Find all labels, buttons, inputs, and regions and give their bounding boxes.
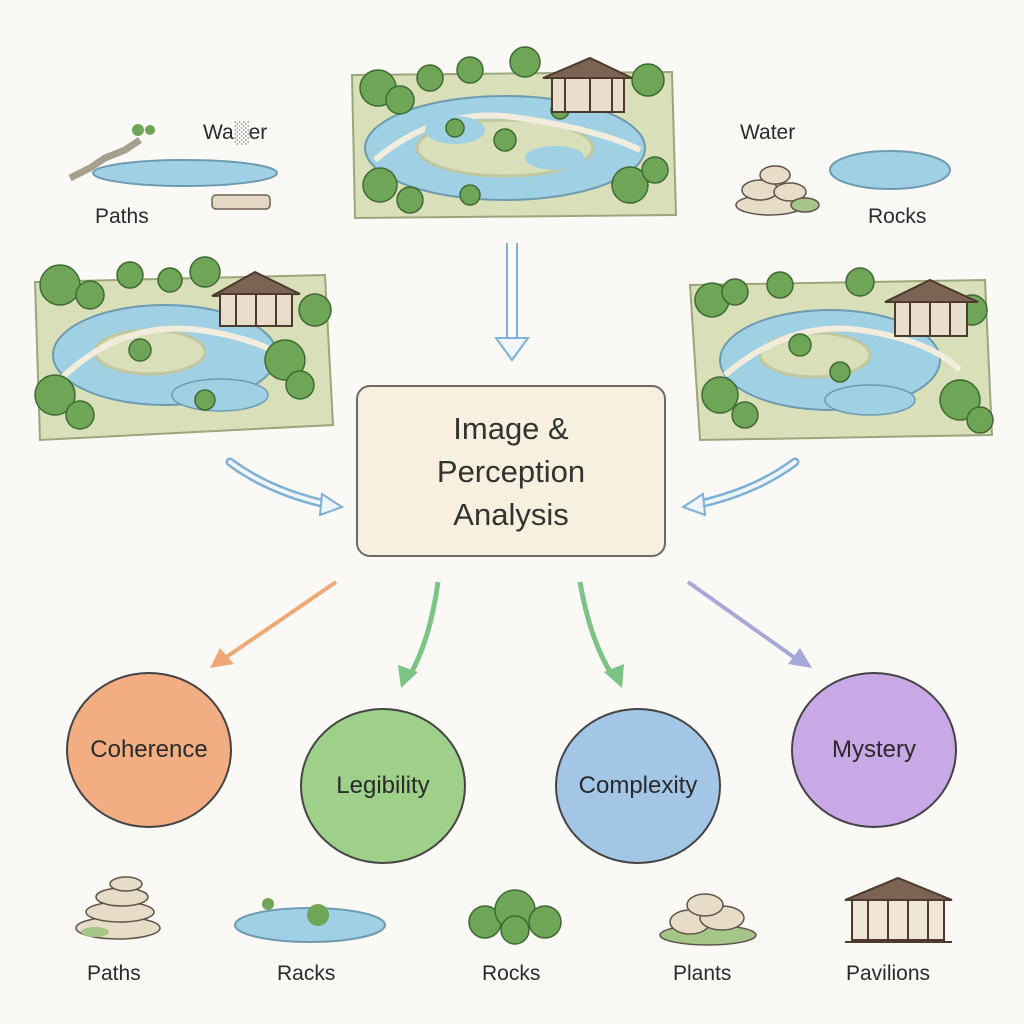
arrow-top-down <box>494 243 530 362</box>
label-bottom-paths: Paths <box>87 962 141 985</box>
legibility-circle: Legibility <box>300 708 466 864</box>
arrow-right-in <box>680 457 800 517</box>
center-line-1: Image & <box>453 410 569 446</box>
center-line-2: Perception <box>436 453 586 489</box>
arrow-to-complexity <box>577 581 624 688</box>
label-rocks-top: Rocks <box>868 205 927 228</box>
complexity-label: Complexity <box>578 772 698 799</box>
coherence-circle: Coherence <box>66 672 232 828</box>
label-water-right: Water <box>740 121 796 144</box>
complexity-circle: Complexity <box>555 708 721 864</box>
arrow-to-mystery <box>686 580 812 668</box>
label-bottom-rocks: Rocks <box>482 962 541 985</box>
pavilion-icon <box>844 876 953 943</box>
garden-plan-top <box>350 46 678 220</box>
label-paths-top: Paths <box>95 205 149 228</box>
center-line-3: Analysis <box>453 496 569 532</box>
path-pond-icon <box>68 124 278 210</box>
legibility-label: Legibility <box>336 772 430 799</box>
garden-plan-right <box>688 267 994 442</box>
rocks-pond-icon <box>735 150 951 216</box>
coherence-label: Coherence <box>90 736 208 763</box>
stacked-stones-icon <box>75 876 161 940</box>
pond-icon <box>234 898 386 943</box>
arrow-left-in <box>225 457 345 517</box>
label-bottom-racks: Racks <box>277 962 336 985</box>
mystery-label: Mystery <box>832 736 916 763</box>
shrub-icon <box>468 889 562 945</box>
garden-plan-left <box>33 256 335 442</box>
rock-pile-icon <box>659 893 757 946</box>
arrow-to-legibility <box>398 581 441 688</box>
mystery-circle: Mystery <box>791 672 957 828</box>
center-analysis-box: Image & Perception Analysis <box>356 385 666 557</box>
label-bottom-pavilions: Pavilions <box>846 962 931 985</box>
label-water-left: Wa░er <box>203 121 268 144</box>
label-bottom-plants: Plants <box>673 962 732 985</box>
arrow-to-coherence <box>210 580 338 668</box>
